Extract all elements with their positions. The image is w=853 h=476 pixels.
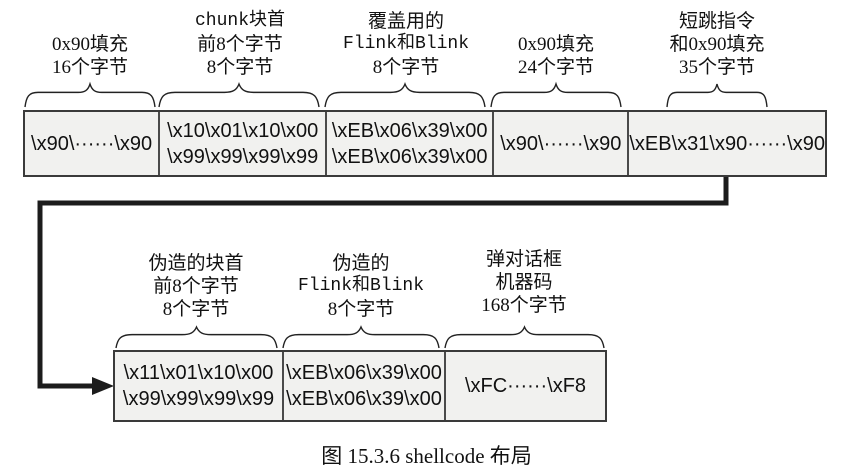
box-row1-seg2: \x10\x01\x10\x00 \x99\x99\x99\x99: [158, 112, 325, 175]
label-row1-seg3: 覆盖用的 Flink和Blink 8个字节: [316, 10, 496, 79]
bytes-line: \x11\x01\x10\x00: [123, 362, 274, 384]
label-line: 0x90填充: [517, 34, 594, 55]
label-line: 伪造的块首: [148, 253, 244, 274]
bytes-line: \xFC······\xF8: [464, 375, 587, 397]
overbrace-icon: [445, 327, 604, 348]
overbrace-icon: [667, 84, 767, 107]
label-line: 8个字节: [327, 299, 395, 320]
overbrace-icon: [491, 84, 621, 107]
bytes-line: \xEB\x31\x90······\x90: [629, 132, 825, 155]
label-line: Flink和Blink: [297, 276, 425, 296]
bytes-line: \xEB\x06\x39\x00: [286, 362, 442, 384]
label-line: 短跳指令: [678, 11, 755, 32]
bytes-line: \x10\x01\x10\x00: [167, 119, 319, 142]
label-row1-seg1: 0x90填充 16个字节: [10, 33, 170, 79]
label-line: 0x90填充: [51, 34, 128, 55]
box-row2-seg2: \xEB\x06\x39\x00 \xEB\x06\x39\x00: [282, 352, 444, 420]
label-line: 35个字节: [678, 57, 755, 78]
label-line: 和0x90填充: [669, 34, 765, 55]
label-line: 覆盖用的: [367, 11, 444, 32]
label-line: 8个字节: [206, 57, 274, 78]
overbrace-icon: [25, 84, 155, 107]
row2-fake-chunk: \x11\x01\x10\x00 \x99\x99\x99\x99 \xEB\x…: [113, 350, 607, 422]
figure-caption: 图 15.3.6 shellcode 布局: [321, 444, 532, 468]
bytes-line: \x99\x99\x99\x99: [167, 145, 319, 168]
bytes-line: \xEB\x06\x39\x00: [331, 119, 488, 142]
bytes-line: \xEB\x06\x39\x00: [331, 145, 488, 168]
overbrace-icon: [159, 84, 319, 107]
label-line: 前8个字节: [153, 276, 239, 297]
label-row2-seg1: 伪造的块首 前8个字节 8个字节: [106, 252, 286, 321]
label-line: 16个字节: [51, 57, 128, 78]
box-row1-seg3: \xEB\x06\x39\x00 \xEB\x06\x39\x00: [325, 112, 492, 175]
label-row1-seg5: 短跳指令 和0x90填充 35个字节: [627, 10, 807, 79]
bytes-line: \x99\x99\x99\x99: [122, 388, 275, 410]
box-row1-seg4: \x90\······\x90: [492, 112, 627, 175]
label-line: 机器码: [495, 272, 553, 293]
label-line: 8个字节: [162, 299, 230, 320]
overbrace-icon: [325, 84, 485, 107]
box-row1-seg5: \xEB\x31\x90······\x90: [627, 112, 825, 175]
label-line: chunk块首: [194, 11, 285, 31]
overbrace-icon: [116, 327, 277, 348]
label-row1-seg4: 0x90填充 24个字节: [476, 33, 636, 79]
label-row2-seg2: 伪造的 Flink和Blink 8个字节: [271, 252, 451, 321]
label-line: 伪造的: [332, 253, 390, 274]
label-line: Flink和Blink: [342, 34, 470, 54]
label-row1-seg2: chunk块首 前8个字节 8个字节: [160, 10, 320, 79]
box-row1-seg1: \x90\······\x90: [25, 112, 158, 175]
bytes-line: \x90\······\x90: [31, 132, 153, 155]
label-line: 8个字节: [372, 57, 440, 78]
box-row2-seg1: \x11\x01\x10\x00 \x99\x99\x99\x99: [115, 352, 282, 420]
label-line: 弹对话框: [485, 249, 562, 270]
box-row2-seg3: \xFC······\xF8: [444, 352, 605, 420]
label-line: 168个字节: [481, 295, 567, 316]
label-line: 24个字节: [517, 57, 594, 78]
label-line: 前8个字节: [197, 34, 283, 55]
row1-buffer: \x90\······\x90 \x10\x01\x10\x00 \x99\x9…: [23, 110, 827, 177]
bytes-line: \xEB\x06\x39\x00: [286, 388, 442, 410]
bytes-line: \x90\······\x90: [500, 132, 622, 155]
overbrace-icon: [283, 327, 439, 348]
label-row2-seg3: 弹对话框 机器码 168个字节: [434, 248, 614, 317]
